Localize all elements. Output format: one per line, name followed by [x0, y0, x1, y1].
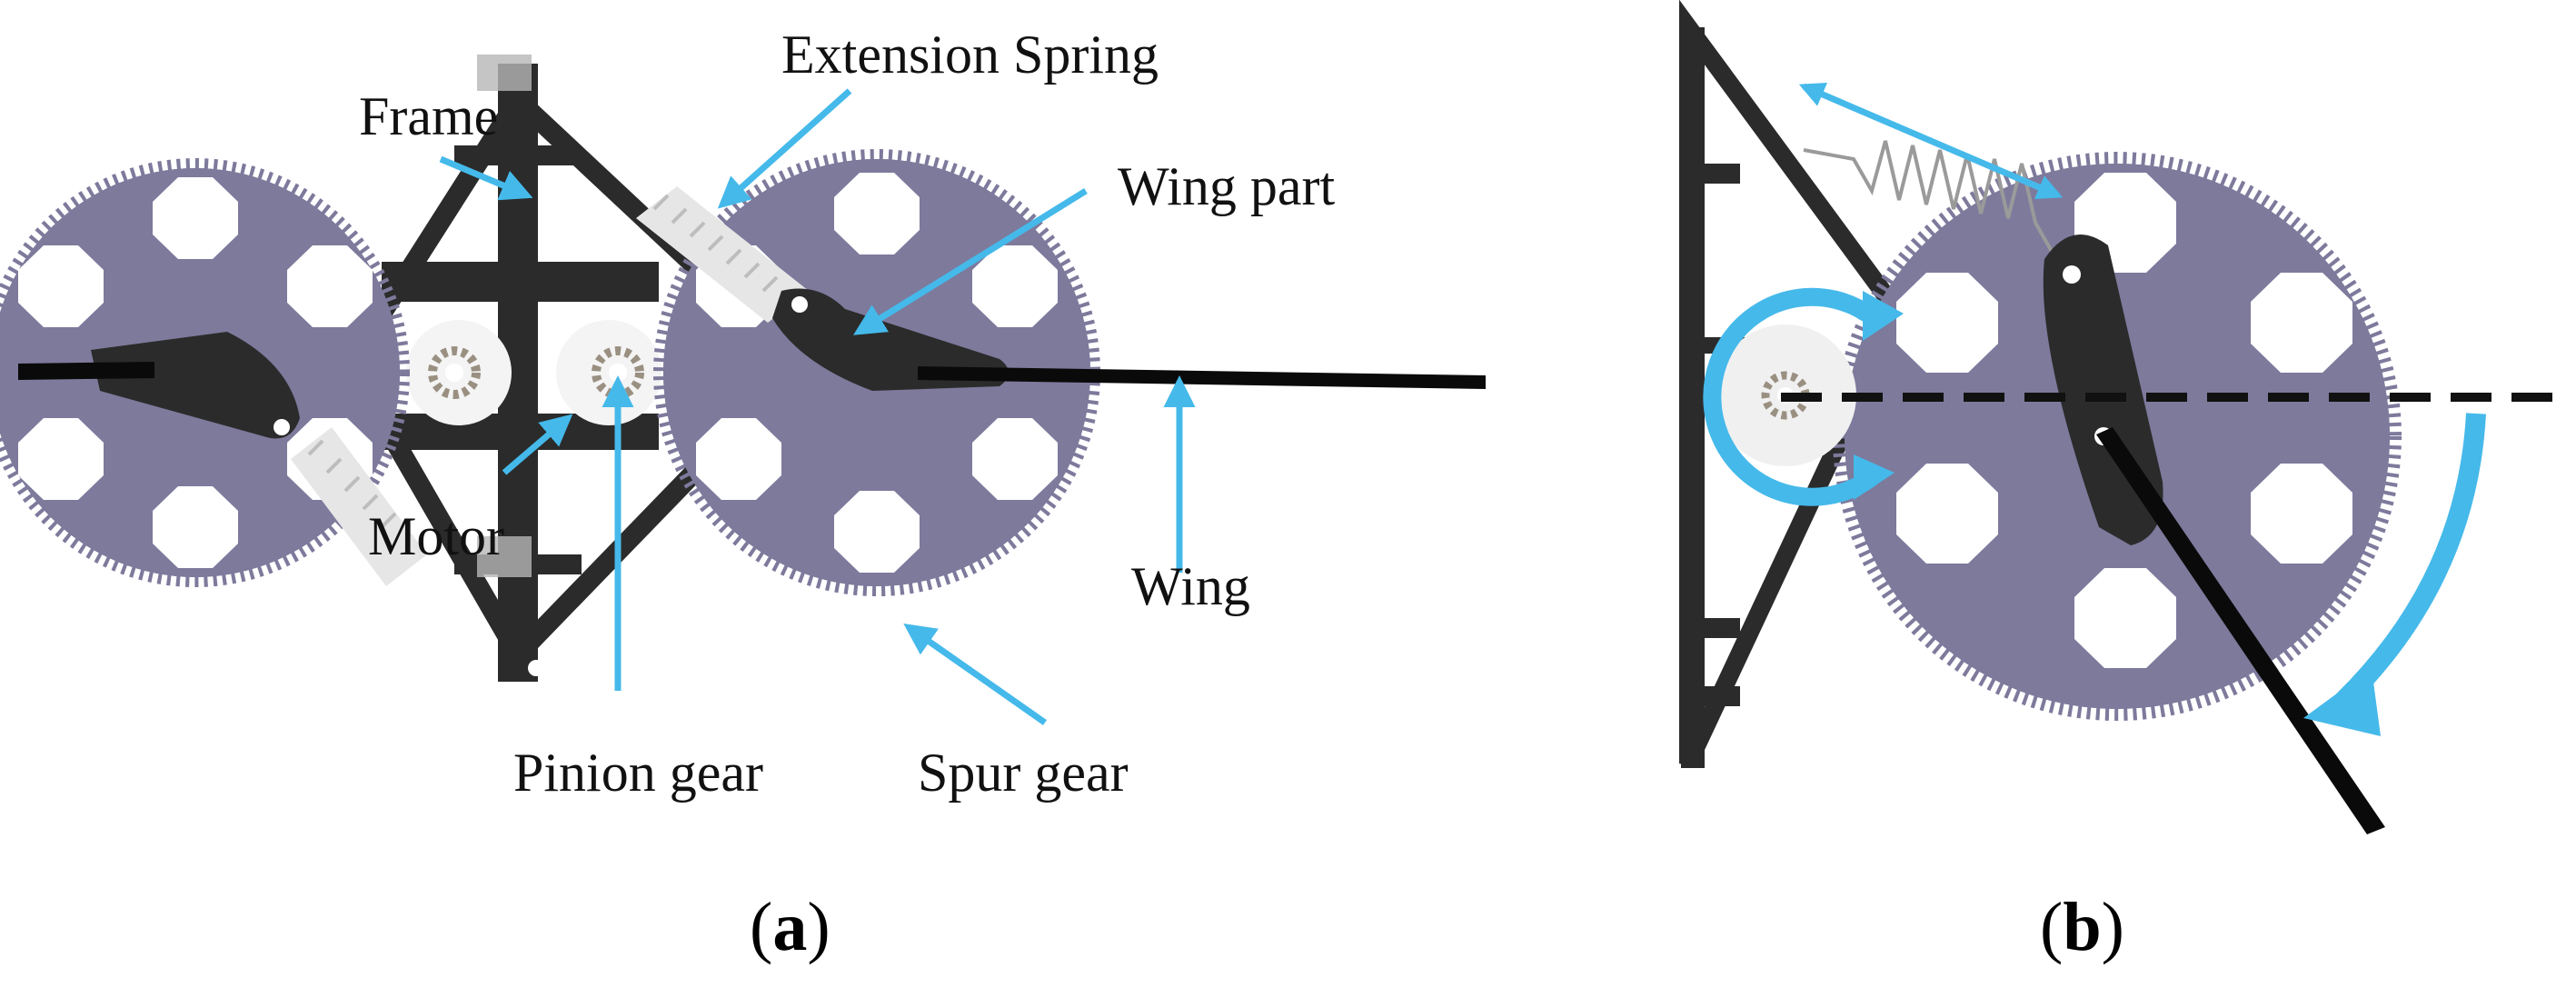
wing-part-pointer [853, 188, 1088, 335]
label-pinion-gear: Pinion gear [513, 743, 763, 803]
frame-a [338, 55, 814, 682]
extension-spring-upper [636, 186, 809, 323]
wing-part-left [91, 332, 300, 439]
panel-a: Frame Extension Spring Wing part Motor W… [0, 25, 1486, 965]
curved-arrow-icon [2303, 413, 2486, 736]
label-extension-spring: Extension Spring [781, 25, 1159, 85]
caption-a: (a) [750, 889, 830, 965]
spur-gear-pointer [903, 623, 1048, 725]
wing-left [18, 362, 154, 380]
wing-b [2096, 427, 2385, 834]
pinion-gear-left [428, 346, 481, 399]
label-motor: Motor [368, 506, 504, 566]
frame-pointer [439, 155, 533, 201]
wing-right [918, 366, 1486, 389]
label-wing: Wing [1131, 556, 1250, 616]
motor-pointer [502, 414, 573, 475]
wing-part-right [772, 288, 1009, 391]
caption-b: (b) [2040, 889, 2124, 965]
circular-arrow-icon [1703, 287, 1904, 506]
frame-b [1679, 0, 1910, 768]
extension-spring-lower [291, 427, 427, 586]
label-wing-part: Wing part [1118, 156, 1336, 216]
label-spur-gear: Spur gear [918, 743, 1129, 803]
label-frame: Frame [359, 86, 498, 146]
spring-pointer [717, 88, 852, 209]
panel-b: (b) [1679, 0, 2553, 965]
double-arrow-icon [1798, 82, 2064, 200]
annotation-arrows-a [439, 88, 1196, 725]
